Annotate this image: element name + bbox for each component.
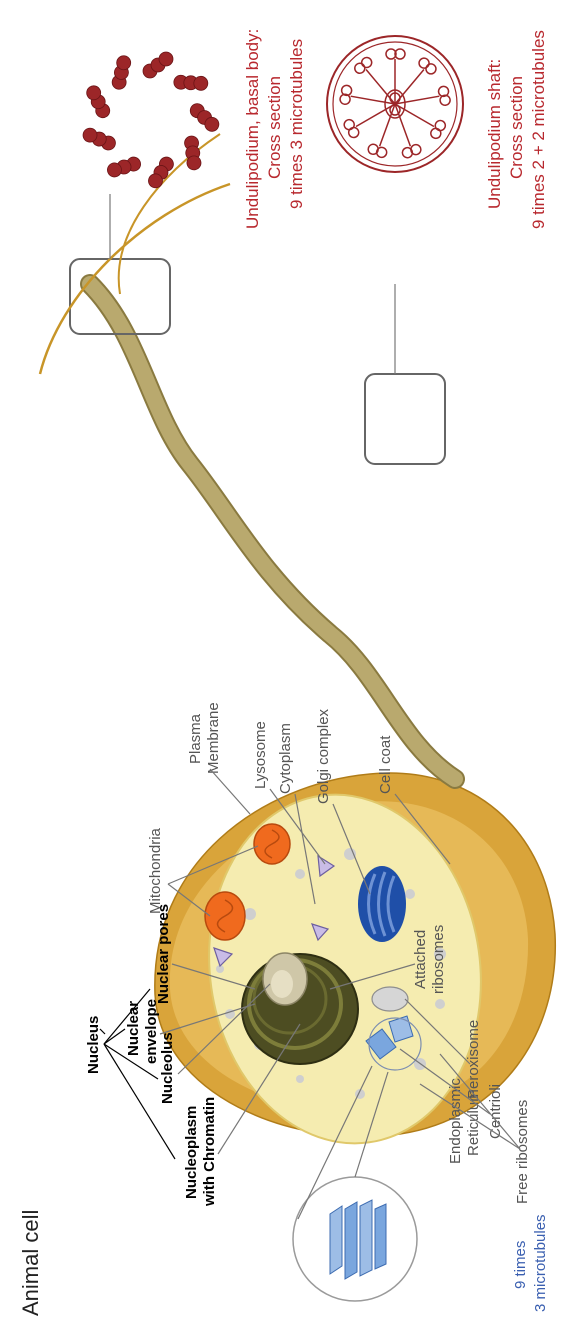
label-centriole-note-1: 9 times xyxy=(512,1241,529,1289)
label-attached-ribosomes-1: Attached xyxy=(412,930,429,989)
shaft-label-2: Cross section xyxy=(507,76,526,179)
golgi-shape xyxy=(358,866,406,942)
basal-body-cross-section xyxy=(80,52,219,190)
shaft-frame xyxy=(365,374,445,464)
label-attached-ribosomes-2: ribosomes xyxy=(430,925,447,994)
label-cell-coat: Cell coat xyxy=(377,735,394,794)
label-nucleolus: Nucleolus xyxy=(159,1032,176,1104)
label-golgi: Golgi complex xyxy=(315,708,332,804)
basal-body-label-2: Cross section xyxy=(265,76,284,179)
basal-body-label-1: Undulipodium, basal body: xyxy=(243,29,262,229)
label-nucleoplasm-2: with Chromatin xyxy=(201,1097,218,1207)
label-plasma-2: Membrane xyxy=(205,702,222,774)
shaft-label-1: Undulipodium shaft: xyxy=(485,59,504,209)
peroxisome-shape xyxy=(372,987,408,1011)
label-plasma-1: Plasma xyxy=(187,713,204,764)
figure-title: Animal cell xyxy=(18,1210,43,1316)
shaft-label-3: 9 times 2 + 2 microtubules xyxy=(529,30,548,229)
label-nuclear-pores: Nuclear pores xyxy=(155,904,172,1004)
nucleus-shape xyxy=(242,953,358,1064)
label-cytoplasm: Cytoplasm xyxy=(277,723,294,794)
label-er-1: Endoplasmic xyxy=(447,1078,464,1164)
undulipodium xyxy=(40,134,455,779)
label-nucleoplasm-1: Nucleoplasm xyxy=(183,1106,200,1199)
basal-body-label-3: 9 times 3 microtubules xyxy=(287,39,306,209)
label-mitochondria: Mitochondria xyxy=(147,827,164,914)
label-centrioli: Centrioli xyxy=(487,1084,504,1139)
label-nucleus: Nucleus xyxy=(85,1016,102,1074)
label-nuclear-envelope-2: envelope xyxy=(143,999,160,1064)
label-free-ribosomes: Free ribosomes xyxy=(514,1100,531,1204)
shaft-cross-section xyxy=(327,36,463,172)
label-centriole-note-2: 3 microtubules xyxy=(532,1214,549,1312)
label-lysosome: Lysosome xyxy=(252,721,269,789)
